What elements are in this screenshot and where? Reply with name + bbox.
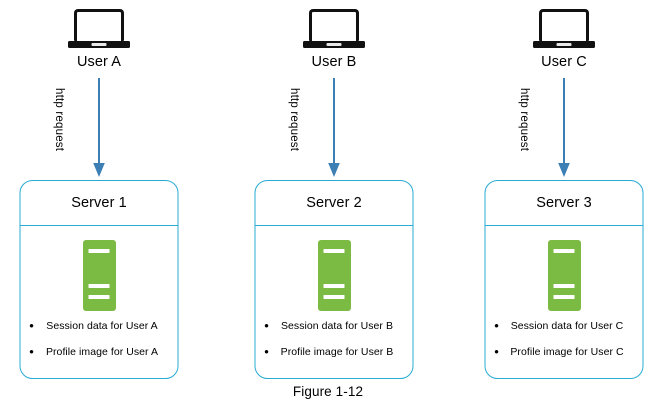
rack-bar bbox=[323, 284, 345, 289]
bullet-marker: • bbox=[29, 344, 34, 359]
rack-bar bbox=[553, 284, 575, 289]
laptop-icon bbox=[68, 9, 130, 53]
user-label: User A bbox=[76, 54, 122, 70]
server-title: Server 3 bbox=[485, 181, 643, 226]
server-rack-icon bbox=[547, 240, 581, 311]
user-label: User C bbox=[541, 54, 587, 70]
list-item: • Session data for User A bbox=[21, 319, 178, 333]
bullet-marker: • bbox=[494, 318, 499, 333]
down-arrow-icon bbox=[555, 78, 573, 178]
server-title: Server 2 bbox=[255, 181, 413, 226]
list-item-label: Session data for User C bbox=[510, 320, 624, 332]
list-item: • Profile image for User B bbox=[256, 345, 413, 359]
laptop-screen bbox=[74, 9, 124, 41]
laptop-notch bbox=[91, 42, 107, 47]
list-item-label: Session data for User B bbox=[280, 320, 394, 332]
rack-bar bbox=[88, 295, 110, 300]
bullet-marker: • bbox=[264, 344, 269, 359]
down-arrow-icon bbox=[325, 78, 343, 178]
rack-bar bbox=[323, 295, 345, 300]
server-box: Server 1 • Session data for User A • Pro… bbox=[19, 180, 179, 379]
laptop-notch bbox=[556, 42, 572, 47]
rack-bar bbox=[323, 249, 345, 254]
laptop-icon bbox=[303, 9, 365, 53]
server-rack-icon bbox=[82, 240, 116, 311]
laptop-notch bbox=[326, 42, 342, 47]
server-rack-icon bbox=[317, 240, 351, 311]
list-item: • Session data for User C bbox=[486, 319, 643, 333]
server-contents-list: • Session data for User A • Profile imag… bbox=[21, 319, 178, 371]
arrow-label: http request bbox=[288, 88, 300, 152]
figure-caption: Figure 1-12 bbox=[292, 384, 364, 399]
arrow-label: http request bbox=[518, 88, 530, 152]
bullet-marker: • bbox=[29, 318, 34, 333]
bullet-marker: • bbox=[264, 318, 269, 333]
laptop-screen bbox=[309, 9, 359, 41]
user-server-column-1: User A http request Server 1 • Session d… bbox=[0, 0, 204, 390]
list-item-label: Profile image for User C bbox=[510, 346, 624, 358]
rack-bar bbox=[88, 249, 110, 254]
user-label: User B bbox=[311, 54, 357, 70]
laptop-icon bbox=[533, 9, 595, 53]
rack-bar bbox=[553, 295, 575, 300]
list-item: • Profile image for User A bbox=[21, 345, 178, 359]
list-item-label: Profile image for User A bbox=[45, 346, 159, 358]
bullet-marker: • bbox=[494, 344, 499, 359]
list-item-label: Session data for User A bbox=[46, 320, 158, 332]
server-title: Server 1 bbox=[20, 181, 178, 226]
server-box: Server 3 • Session data for User C • Pro… bbox=[484, 180, 644, 379]
server-box: Server 2 • Session data for User B • Pro… bbox=[254, 180, 414, 379]
server-contents-list: • Session data for User B • Profile imag… bbox=[256, 319, 413, 371]
rack-bar bbox=[553, 249, 575, 254]
arrow-label: http request bbox=[53, 88, 65, 152]
list-item: • Profile image for User C bbox=[486, 345, 643, 359]
list-item: • Session data for User B bbox=[256, 319, 413, 333]
user-server-column-3: User C http request Server 3 • Session d… bbox=[459, 0, 656, 390]
list-item-label: Profile image for User B bbox=[280, 346, 394, 358]
laptop-screen bbox=[539, 9, 589, 41]
user-server-column-2: User B http request Server 2 • Session d… bbox=[229, 0, 439, 390]
down-arrow-icon bbox=[90, 78, 108, 178]
server-contents-list: • Session data for User C • Profile imag… bbox=[486, 319, 643, 371]
rack-bar bbox=[88, 284, 110, 289]
